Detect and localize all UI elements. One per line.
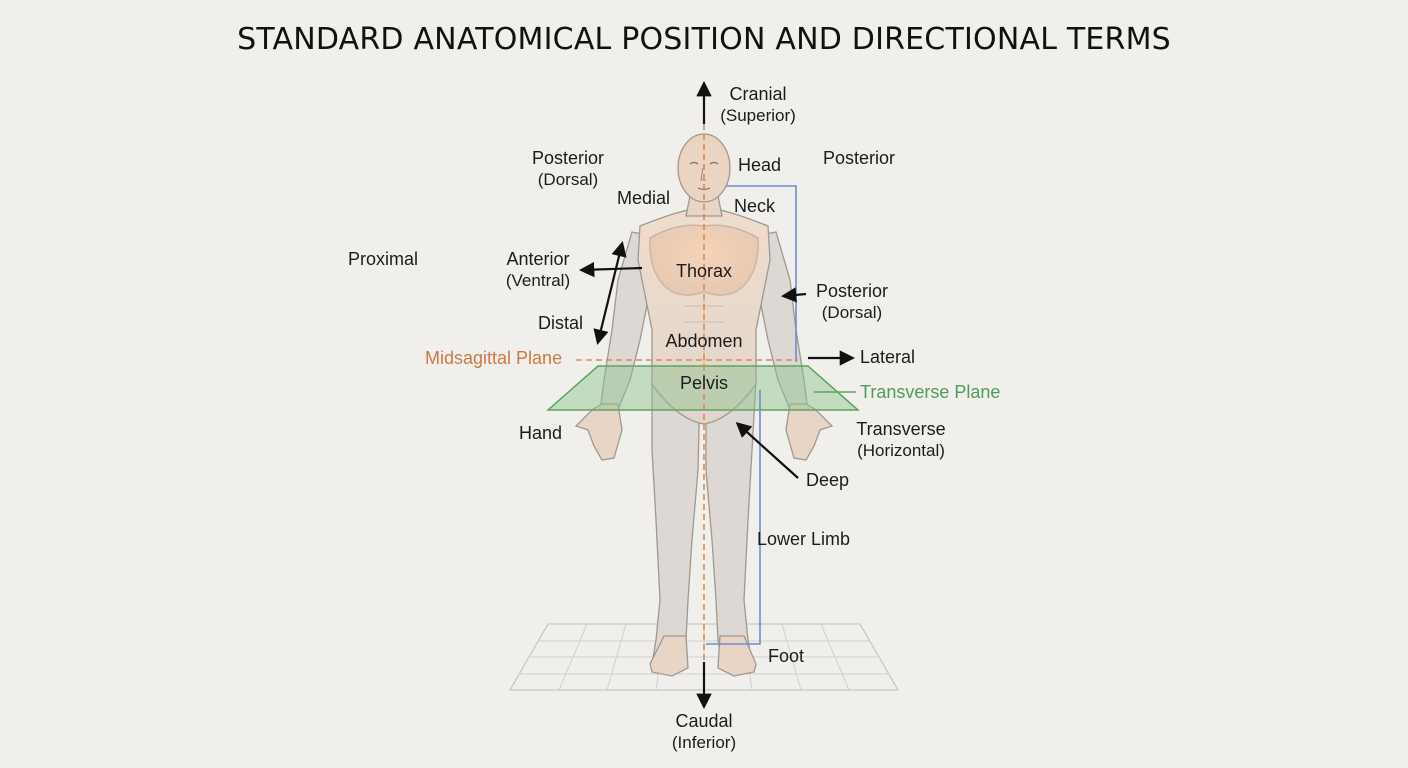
- label-posterior-right: Posterior: [823, 148, 896, 168]
- label-midsagittal-plane: Midsagittal Plane: [425, 348, 563, 368]
- transverse-plane-shape: [546, 365, 860, 411]
- posterior-arm-arrow: [780, 287, 807, 303]
- label-thorax: Thorax: [675, 261, 733, 281]
- coronal-outline: [706, 185, 797, 645]
- label-cranial: Cranial (Superior): [720, 84, 796, 125]
- left-hand: [574, 403, 623, 461]
- label-neck: Neck: [734, 196, 776, 216]
- label-lateral: Lateral: [860, 347, 916, 367]
- label-lower-limb: Lower Limb: [757, 529, 851, 549]
- label-distal: Distal: [538, 313, 584, 333]
- right-leg: [705, 379, 757, 669]
- label-transverse: Transverse (Horizontal): [856, 419, 946, 460]
- right-hand: [785, 403, 834, 461]
- label-proximal: Proximal: [348, 249, 419, 269]
- label-medial: Medial: [617, 188, 671, 208]
- label-abdomen: Abdomen: [665, 331, 743, 351]
- label-foot: Foot: [768, 646, 805, 666]
- deep-arrow: [735, 421, 799, 479]
- label-deep: Deep: [806, 470, 850, 490]
- label-posterior-arm: Posterior (Dorsal): [815, 281, 889, 322]
- proximal-distal-arrow: [593, 241, 627, 345]
- label-posterior-left: Posterior (Dorsal): [531, 148, 605, 189]
- direction-arrows: [578, 80, 856, 710]
- label-anterior: Anterior (Ventral): [505, 249, 571, 290]
- label-transverse-plane: Transverse Plane: [860, 382, 1001, 402]
- label-pelvis: Pelvis: [679, 373, 729, 393]
- label-hand: Hand: [519, 423, 563, 443]
- left-foot: [649, 635, 689, 677]
- label-head: Head: [738, 155, 782, 175]
- label-caudal: Caudal (Inferior): [671, 711, 737, 752]
- left-leg: [651, 379, 701, 669]
- right-foot: [717, 635, 757, 677]
- diagram-title: STANDARD ANATOMICAL POSITION AND DIRECTI…: [237, 22, 1171, 57]
